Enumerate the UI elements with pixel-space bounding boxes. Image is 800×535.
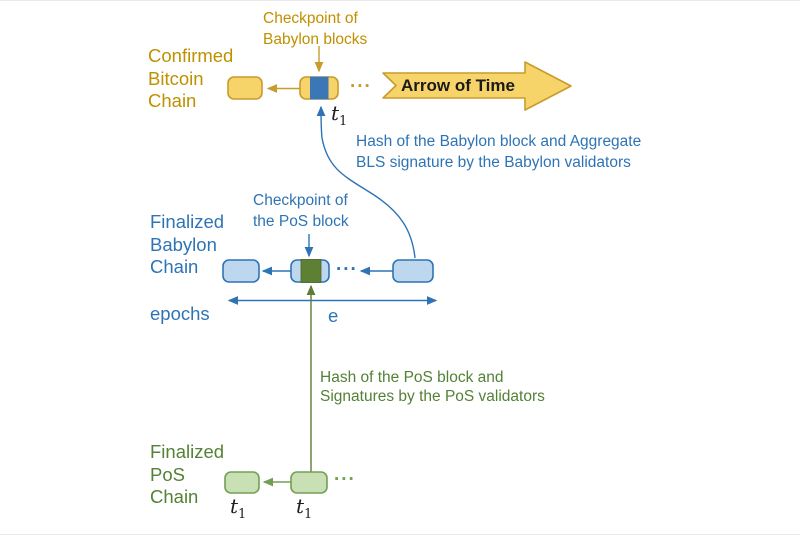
arrow-of-time-label: Arrow of Time bbox=[401, 76, 515, 95]
babylon-chain-label: Finalized Babylon Chain bbox=[150, 211, 225, 277]
t1-label-pos-2: t1 bbox=[296, 494, 312, 521]
arrow-of-time-shape bbox=[382, 61, 572, 111]
pos-checkpoint-square bbox=[300, 259, 322, 283]
epochs-label: epochs bbox=[150, 303, 210, 324]
bitcoin-chain-ellipsis: ... bbox=[350, 71, 372, 92]
checkpoint-pos-label: Checkpoint of the PoS block bbox=[253, 192, 349, 230]
epoch-e-label: e bbox=[328, 305, 339, 326]
t1-label-pos-1: t1 bbox=[230, 494, 246, 521]
pos-hash-note: Hash of the PoS block and Signatures by … bbox=[320, 369, 545, 405]
top-border-line bbox=[0, 0, 800, 1]
t1-pos2-sub: 1 bbox=[304, 507, 313, 522]
bitcoin-block-1 bbox=[227, 76, 263, 100]
babylon-chain-ellipsis: ... bbox=[336, 254, 358, 275]
babylon-checkpoint-square bbox=[310, 76, 329, 100]
t1-pos1-sub: 1 bbox=[238, 507, 247, 522]
pos-chain-ellipsis: ... bbox=[334, 464, 356, 485]
pos-block-2 bbox=[290, 471, 328, 494]
t1-pos2-base: t bbox=[296, 494, 305, 518]
babylon-block-3 bbox=[392, 259, 434, 283]
babylon-to-bitcoin-curve-arrow bbox=[316, 105, 416, 259]
t1-label-bitcoin: t1 bbox=[331, 101, 347, 128]
t1-bitcoin-base: t bbox=[331, 101, 340, 125]
pos-chain-label: Finalized PoS Chain bbox=[150, 441, 225, 507]
babylon-hash-note: Hash of the Babylon block and Aggregate … bbox=[356, 133, 642, 171]
checkpoint-babylon-label: Checkpoint of Babylon blocks bbox=[263, 10, 368, 48]
t1-bitcoin-sub: 1 bbox=[339, 114, 348, 129]
bitcoin-chain-label: Confirmed Bitcoin Chain bbox=[148, 45, 234, 111]
pos-block-1 bbox=[224, 471, 260, 494]
t1-pos1-base: t bbox=[230, 494, 239, 518]
babylon-block-1 bbox=[222, 259, 260, 283]
